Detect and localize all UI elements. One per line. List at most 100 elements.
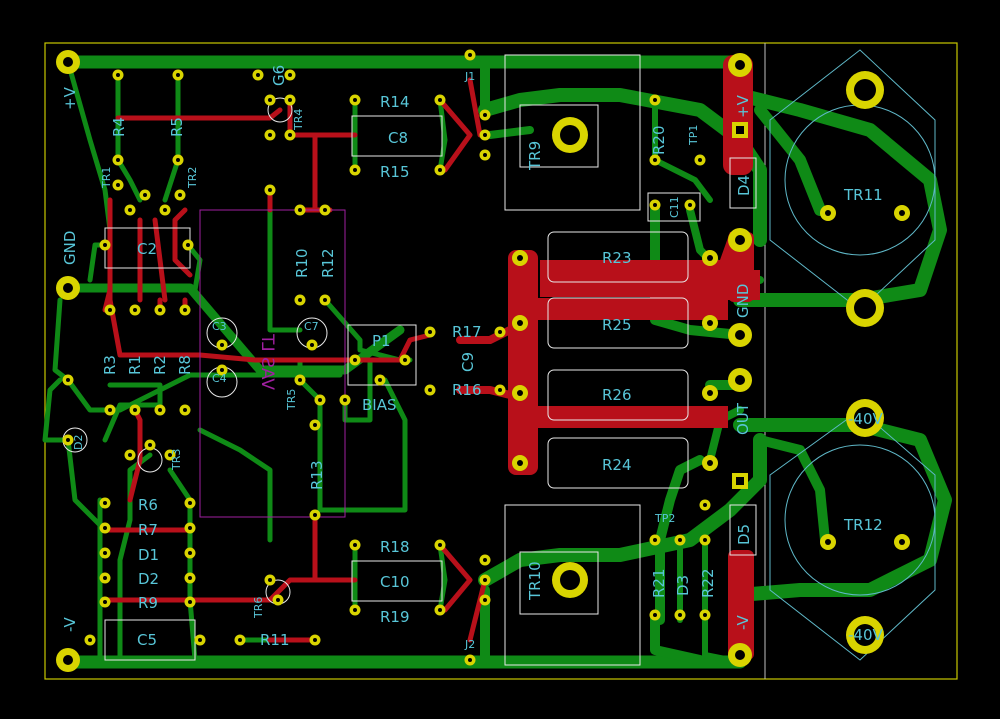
pad-drill-hole	[343, 398, 347, 402]
r16-label: R16	[452, 381, 482, 399]
pad-drill-hole	[143, 193, 147, 197]
d5-label: D5	[735, 524, 753, 545]
r26-label: R26	[602, 386, 632, 404]
c4-label: C4	[212, 372, 227, 385]
r19-label: R19	[380, 608, 410, 626]
rail-plus-v-label: +V	[61, 86, 79, 110]
c11-label: C11	[668, 196, 681, 218]
r6-label: R6	[138, 496, 158, 514]
pad-drill-hole	[163, 208, 167, 212]
pad-drill-hole	[188, 501, 192, 505]
pad-drill-hole	[220, 368, 224, 372]
pad-drill-hole	[653, 538, 657, 542]
pad-drill-hole	[428, 388, 432, 392]
pad-drill-hole	[188, 576, 192, 580]
pad-drill-hole	[188, 551, 192, 555]
pad-drill-hole	[288, 73, 292, 77]
pad-drill-hole	[238, 638, 242, 642]
pad-drill-hole	[653, 158, 657, 162]
pad-drill-hole	[168, 453, 172, 457]
tr1-label: TR1	[100, 167, 113, 189]
pad-drill-hole	[653, 98, 657, 102]
pad-drill-hole	[103, 501, 107, 505]
pad-drill-hole	[66, 438, 70, 442]
pad-drill-hole	[483, 578, 487, 582]
pad-drill-hole	[116, 73, 120, 77]
pad-drill-hole	[298, 298, 302, 302]
r20-label: R20	[650, 125, 668, 155]
board-edge	[44, 42, 958, 680]
out-label: OUT	[734, 402, 752, 435]
pad-drill-hole	[310, 343, 314, 347]
c2-label: C2	[137, 240, 157, 258]
r10-label: R10	[293, 248, 311, 278]
d1-label: D1	[138, 546, 159, 564]
pad-drill-hole	[298, 208, 302, 212]
pad-drill-hole	[483, 113, 487, 117]
pads-layer	[56, 49, 910, 672]
big-pads	[56, 50, 910, 672]
tp2-label: TP2	[654, 512, 675, 525]
pad-drill-hole	[353, 543, 357, 547]
tr3-label: TR3	[170, 449, 183, 471]
pad-drill-hole	[468, 53, 472, 57]
pad-drill-hole	[353, 98, 357, 102]
tr12-label: TR12	[843, 516, 883, 534]
pad-drill-hole	[703, 538, 707, 542]
pad-drill-hole	[188, 526, 192, 530]
front-copper-layer	[102, 55, 760, 660]
j1-label: J1	[464, 70, 475, 83]
pad-drill-hole	[653, 613, 657, 617]
pad-drill-hole	[108, 408, 112, 412]
r18-label: R18	[380, 538, 410, 556]
pad-drill-hole	[428, 330, 432, 334]
pad-drill-hole	[483, 153, 487, 157]
pad-drill-hole	[698, 158, 702, 162]
pad-drill-hole	[108, 308, 112, 312]
pad-drill-hole	[268, 133, 272, 137]
pad-drill-hole	[313, 513, 317, 517]
d2-left-label: D2	[72, 435, 85, 450]
tr4-label: TR4	[292, 109, 305, 131]
pad-drill-hole	[313, 423, 317, 427]
tp1-label: TP1	[687, 125, 700, 146]
tr5-label: TR5	[285, 389, 298, 411]
tr2-label: TR2	[186, 167, 199, 189]
j2-label: J2	[464, 638, 475, 651]
p1-label: P1	[372, 332, 391, 350]
tr10-label: TR10	[526, 561, 544, 601]
tr11-label: TR11	[843, 186, 883, 204]
pad-drill-hole	[318, 398, 322, 402]
d2-label: D2	[138, 570, 159, 588]
pad-drill-hole	[220, 343, 224, 347]
g6-label: G6	[270, 65, 288, 86]
pad-drill-hole	[103, 243, 107, 247]
pad-drill-hole	[313, 638, 317, 642]
pad-drill-hole	[268, 188, 272, 192]
pad-drill-hole	[66, 378, 70, 382]
pad-drill-hole	[653, 203, 657, 207]
pad-drill-hole	[103, 526, 107, 530]
pad-drill-hole	[403, 358, 407, 362]
pad-drill-hole	[128, 208, 132, 212]
r12-label: R12	[319, 248, 337, 278]
bias-label: BIAS	[362, 396, 397, 414]
c7-label: C7	[304, 320, 319, 333]
out-minus-v-label: -V	[734, 614, 752, 630]
pad-drill-hole	[276, 598, 280, 602]
labels-layer: +V GND -V J1 J2 +V GND OUT -V -40V -40V …	[61, 65, 883, 651]
r9-label: R9	[138, 594, 158, 612]
r13-label: R13	[308, 460, 326, 490]
pad-drill-hole	[468, 658, 472, 662]
c8-label: C8	[388, 129, 408, 147]
pad-drill-hole	[88, 638, 92, 642]
tr9-label: TR9	[526, 141, 544, 171]
pad-drill-hole	[183, 408, 187, 412]
pad-drill-hole	[438, 543, 442, 547]
pad-drill-hole	[103, 551, 107, 555]
pad-drill-hole	[678, 613, 682, 617]
pad-drill-hole	[438, 98, 442, 102]
r24-label: R24	[602, 456, 632, 474]
pad-drill-hole	[256, 73, 260, 77]
